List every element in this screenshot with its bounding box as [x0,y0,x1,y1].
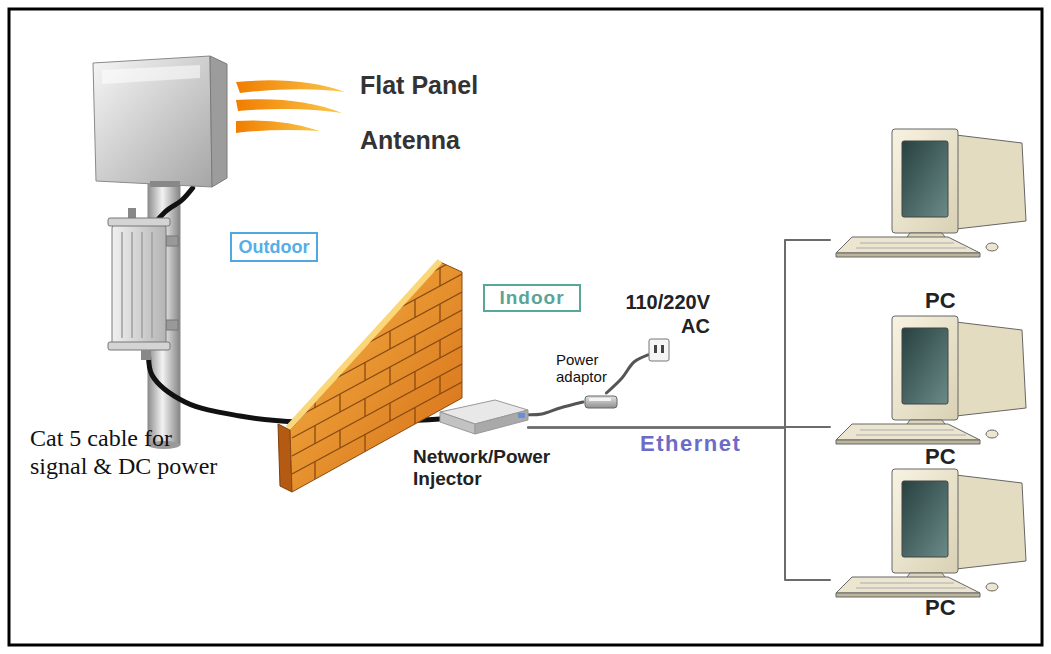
pole-bracket [166,320,178,330]
monitor-back [956,475,1026,569]
signal-wave [236,120,320,133]
mouse [986,583,998,591]
keyboard [836,577,980,593]
outlet-slot [661,345,664,353]
node-label: PC [925,595,985,621]
indoor-tag: Indoor [483,284,581,312]
brick-joints [292,238,462,480]
keyboard [836,424,980,440]
keyboard-front [836,593,980,597]
keyboard-keys [856,430,966,435]
power-cord [606,355,648,393]
pc-computer: PC [830,465,1035,630]
panel-side [210,56,227,187]
monitor-bezel [892,129,958,233]
node-label: Indoor [485,286,579,310]
power-injector-shape [440,398,528,440]
panel-highlight [102,65,200,84]
wall-outlet-shape [648,338,670,362]
keyboard-keys [856,583,966,588]
adaptor-highlight [589,398,611,401]
power-adaptor-shape [583,393,619,411]
outlet-slot [654,345,657,353]
pole-bracket [166,236,178,246]
signal-wave [236,80,345,93]
mouse [986,430,998,438]
node-label: Flat Panel Antenna [360,58,510,168]
keyboard-front [836,253,980,257]
ethernet-cable [528,240,830,427]
connector-label: Ethernet [640,432,741,456]
monitor-back [956,322,1026,416]
node-label: 110/220V AC [614,290,710,338]
monitor-bezel [892,469,958,573]
antenna-panel-shape [92,55,228,188]
keyboard [836,237,980,253]
keyboard-front [836,440,980,444]
power-adaptor: Power adaptor [583,393,619,411]
outdoor-radio-unit [108,208,178,360]
panel-front [93,56,212,187]
injector-port [518,413,525,418]
wall-top-edge [288,261,440,428]
power-injector: Network/Power Injector [440,398,528,440]
radio-body [112,224,166,346]
node-label: Outdoor [232,234,316,260]
panel-mount [150,181,180,187]
pc-computer: PC [830,125,1035,320]
outlet-plate [649,339,669,361]
antenna-panel: Flat Panel Antenna [92,55,228,188]
node-label: Power adaptor [556,351,631,385]
radio-connector [141,350,151,360]
radio-ribs [122,232,152,338]
injector-front [475,410,528,434]
injector-side [440,412,475,434]
cable-note: Cat 5 cable for signal & DC power [30,424,226,480]
keyboard-keys [856,243,966,248]
power-cord [528,402,583,415]
node-label: Network/Power Injector [413,446,588,490]
brick-course [292,238,462,474]
monitor-screen [902,328,948,404]
wall-outlet: 110/220V AC [648,338,670,362]
graphic-part [93,56,227,187]
node-label: PC [925,288,985,314]
monitor-screen [902,481,948,557]
monitor-back [956,135,1026,229]
signal-wave [236,99,342,113]
adaptor-body [585,396,617,408]
radio-cap [108,218,170,226]
outdoor-tag: Outdoor [230,232,318,262]
node-label: PC [925,444,985,470]
ethernet-cable [528,427,830,580]
frame-border [9,9,1042,645]
monitor-bezel [892,316,958,420]
monitor-screen [902,141,948,217]
pc-computer: PC [830,312,1035,472]
radio-cap [108,342,170,350]
mouse [986,243,998,251]
